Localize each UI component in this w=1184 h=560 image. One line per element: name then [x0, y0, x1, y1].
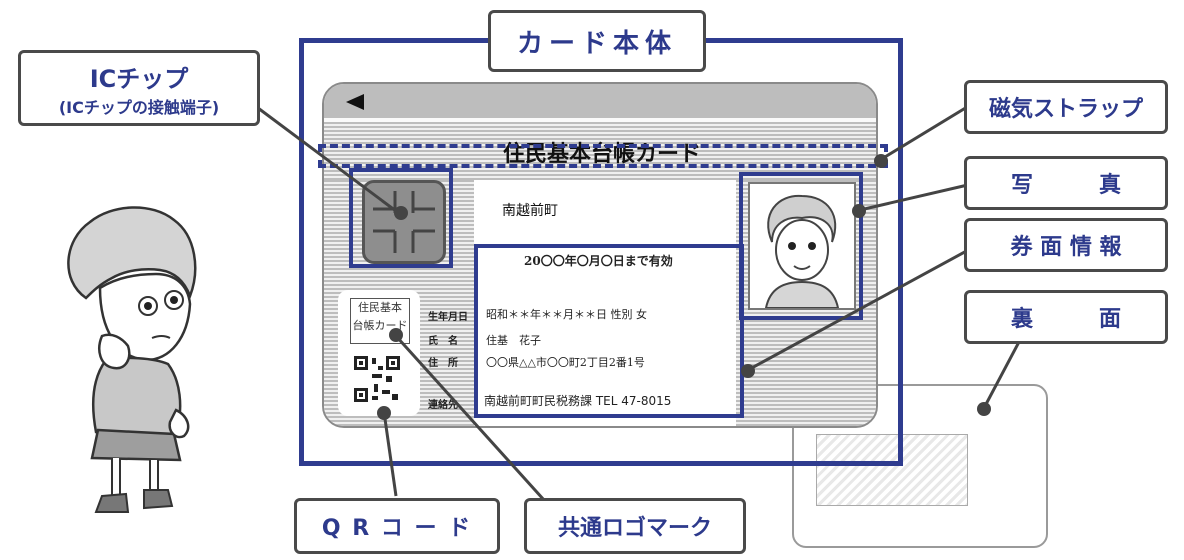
label-card-body: カード本体: [488, 10, 706, 72]
card-info-area: [474, 180, 736, 426]
field-address: 住 所: [428, 358, 458, 369]
label-magnetic-strip: 磁気ストラップ: [964, 80, 1168, 134]
label-common-logo: 共通ロゴマーク: [524, 498, 746, 554]
face-info-highlight: [474, 244, 744, 418]
photo: [748, 182, 856, 310]
label-photo: 写 真: [964, 156, 1168, 210]
resident-card: 住民基本台帳カード 南越前町 住民基本 台帳カード: [322, 82, 878, 428]
ic-chip: [362, 180, 446, 264]
qr-code: [354, 356, 400, 402]
contact-value: 南越前町町民税務課 TEL 47-8015: [484, 394, 672, 408]
label-face-info: 券 面 情 報: [964, 218, 1168, 272]
chip-contacts-icon: [373, 191, 435, 253]
label-back: 裏 面: [964, 290, 1168, 344]
label-qr-code: Q R コ ー ド: [294, 498, 500, 554]
photo-pointer-dot: [852, 204, 866, 218]
arrow-left-icon: [346, 94, 364, 110]
face-info-pointer-dot: [741, 364, 755, 378]
validity-date: 20〇〇年〇月〇日まで有効: [524, 254, 673, 268]
back-pointer-dot: [977, 402, 991, 416]
portrait-icon: [764, 194, 840, 309]
card-back-pattern: [816, 434, 968, 506]
name-value: 住基 花子: [486, 334, 541, 347]
label-ic-chip-main: ICチップ: [89, 64, 189, 93]
field-birth: 生年月日: [428, 312, 468, 323]
town-name: 南越前町: [502, 203, 558, 219]
logo-pointer-dot: [389, 328, 403, 342]
logo-qr-panel: [338, 290, 420, 416]
ic-chip-highlight: [349, 168, 453, 268]
address-value: 〇〇県△△市〇〇町2丁目2番1号: [486, 356, 645, 369]
qr-code-icon: [354, 356, 400, 402]
qr-pointer-dot: [377, 406, 391, 420]
logo-text-1: 住民基本: [358, 301, 402, 314]
label-ic-chip-sub: (ICチップの接触端子): [58, 97, 220, 117]
ic-chip-pointer-dot: [394, 206, 408, 220]
field-contact: 連絡先: [428, 400, 458, 411]
field-name: 氏 名: [428, 336, 458, 347]
label-ic-chip: ICチップ (ICチップの接触端子): [18, 50, 260, 126]
woman-illustration: [67, 206, 197, 513]
magnetic-strip-pointer-dot: [874, 154, 888, 168]
card-top-band: [324, 84, 876, 118]
birth-value: 昭和＊＊年＊＊月＊＊日 性別 女: [486, 308, 647, 321]
